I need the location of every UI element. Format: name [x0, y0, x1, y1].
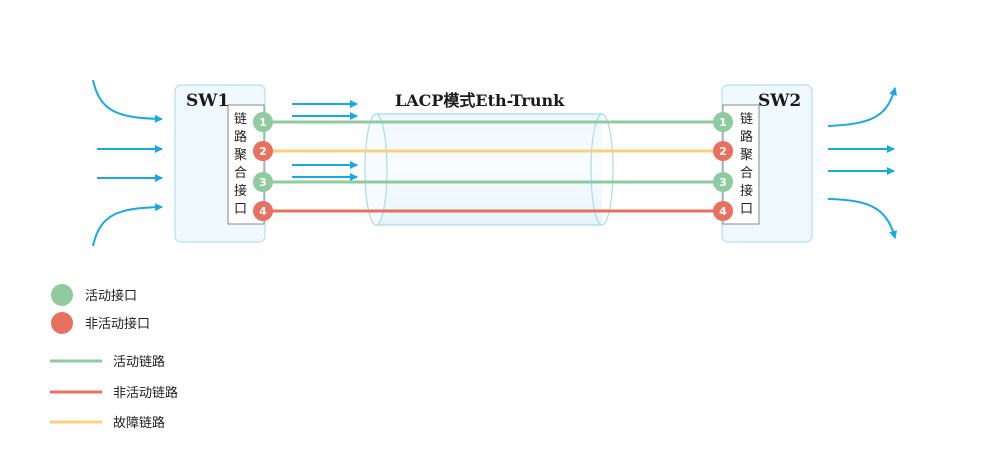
- sw1-port-3-active: [253, 172, 273, 192]
- sw2-agg-char: 链: [740, 112, 753, 127]
- sw1-agg-char: 聚: [234, 148, 247, 163]
- sw1-agg-char: 链: [234, 112, 247, 127]
- sw1-ports: 1 2 3 4: [253, 112, 273, 221]
- sw2-port-4-number: 4: [719, 205, 727, 218]
- sw1-agg-char: 口: [234, 202, 247, 217]
- sw2-agg-char: 聚: [740, 148, 753, 163]
- switch-sw1-name: SW1: [186, 91, 229, 111]
- sw1-agg-char: 接: [234, 183, 247, 199]
- legend-active-link-label: 活动链路: [113, 354, 165, 370]
- outgoing-traffic-arrows: [827, 87, 898, 239]
- tube-body: [376, 114, 602, 225]
- sw1-port-1-active: [253, 112, 273, 132]
- switch-sw2-name: SW2: [758, 91, 801, 111]
- sw1-port-4-number: 4: [259, 205, 267, 218]
- sw1-port-1-number: 1: [259, 116, 267, 129]
- sw1-port-2-number: 2: [259, 145, 267, 158]
- trunk-links: [263, 120, 723, 213]
- sw1-agg-label: 链 路 聚 合 接 口: [234, 112, 247, 217]
- flow-arrows: [292, 100, 358, 181]
- incoming-arrow-curve-bottom: [92, 203, 163, 247]
- legend-active-port-label: 活动接口: [85, 288, 137, 304]
- sw1-port-3-number: 3: [259, 176, 267, 189]
- trunk-title: LACP模式Eth-Trunk: [395, 91, 565, 110]
- legend-fault-link-label: 故障链路: [113, 415, 165, 431]
- sw2-ports: 1 2 3 4: [713, 112, 733, 221]
- legend: 活动接口 非活动接口 活动链路 非活动链路 故障链路: [50, 284, 178, 431]
- tube-left-cap: [364, 113, 388, 226]
- legend-inactive-port-swatch: [51, 312, 73, 334]
- sw2-port-4-inactive: [713, 201, 733, 221]
- sw2-port-1-active: [713, 112, 733, 132]
- sw2-port-2-inactive: [713, 141, 733, 161]
- sw1-agg-char: 合: [234, 166, 247, 181]
- tube-right-cap: [590, 113, 614, 226]
- legend-active-port-swatch: [51, 284, 73, 306]
- sw2-agg-char: 口: [740, 202, 753, 217]
- sw1-port-4-inactive: [253, 201, 273, 221]
- sw2-agg-char: 合: [740, 166, 753, 181]
- sw1-port-2-inactive: [253, 141, 273, 161]
- sw2-port-2-number: 2: [719, 145, 727, 158]
- eth-trunk-tube: [364, 113, 614, 226]
- legend-inactive-link-label: 非活动链路: [113, 385, 178, 401]
- sw1-agg-char: 路: [234, 129, 247, 145]
- sw2-agg-char: 接: [740, 183, 753, 199]
- outgoing-arrow-curve-bottom: [827, 198, 898, 239]
- sw2-agg-char: 路: [740, 129, 753, 145]
- sw2-port-1-number: 1: [719, 116, 727, 129]
- outgoing-arrow-curve-top: [827, 87, 898, 127]
- sw2-agg-label: 链 路 聚 合 接 口: [740, 112, 753, 217]
- incoming-arrow-curve-top: [92, 79, 163, 123]
- sw2-port-3-number: 3: [719, 176, 727, 189]
- legend-inactive-port-label: 非活动接口: [85, 316, 150, 332]
- sw2-port-3-active: [713, 172, 733, 192]
- incoming-traffic-arrows: [92, 79, 163, 247]
